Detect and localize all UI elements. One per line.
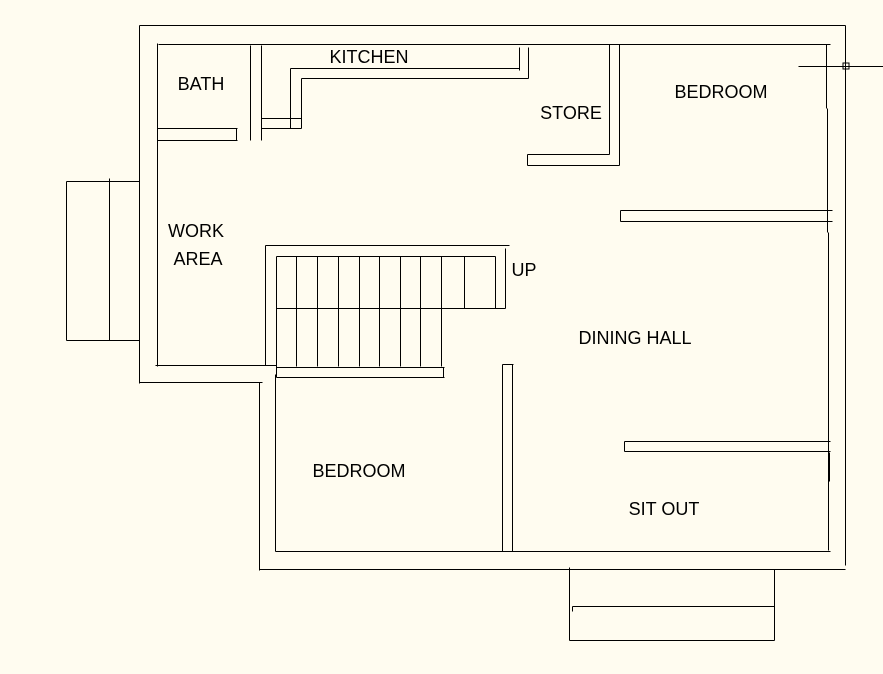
label-store: STORE	[540, 103, 602, 123]
label-bedroom-bottom: BEDROOM	[312, 461, 405, 481]
label-dining-hall: DINING HALL	[578, 328, 691, 348]
cursor-pickbox-icon	[842, 62, 850, 70]
label-area: AREA	[173, 249, 222, 269]
label-kitchen: KITCHEN	[329, 47, 408, 67]
label-bedroom-top: BEDROOM	[674, 82, 767, 102]
label-work: WORK	[168, 221, 224, 241]
wall-lines	[65, 24, 883, 642]
label-bath: BATH	[178, 74, 225, 94]
label-up: UP	[511, 260, 536, 280]
label-sit-out: SIT OUT	[629, 499, 700, 519]
